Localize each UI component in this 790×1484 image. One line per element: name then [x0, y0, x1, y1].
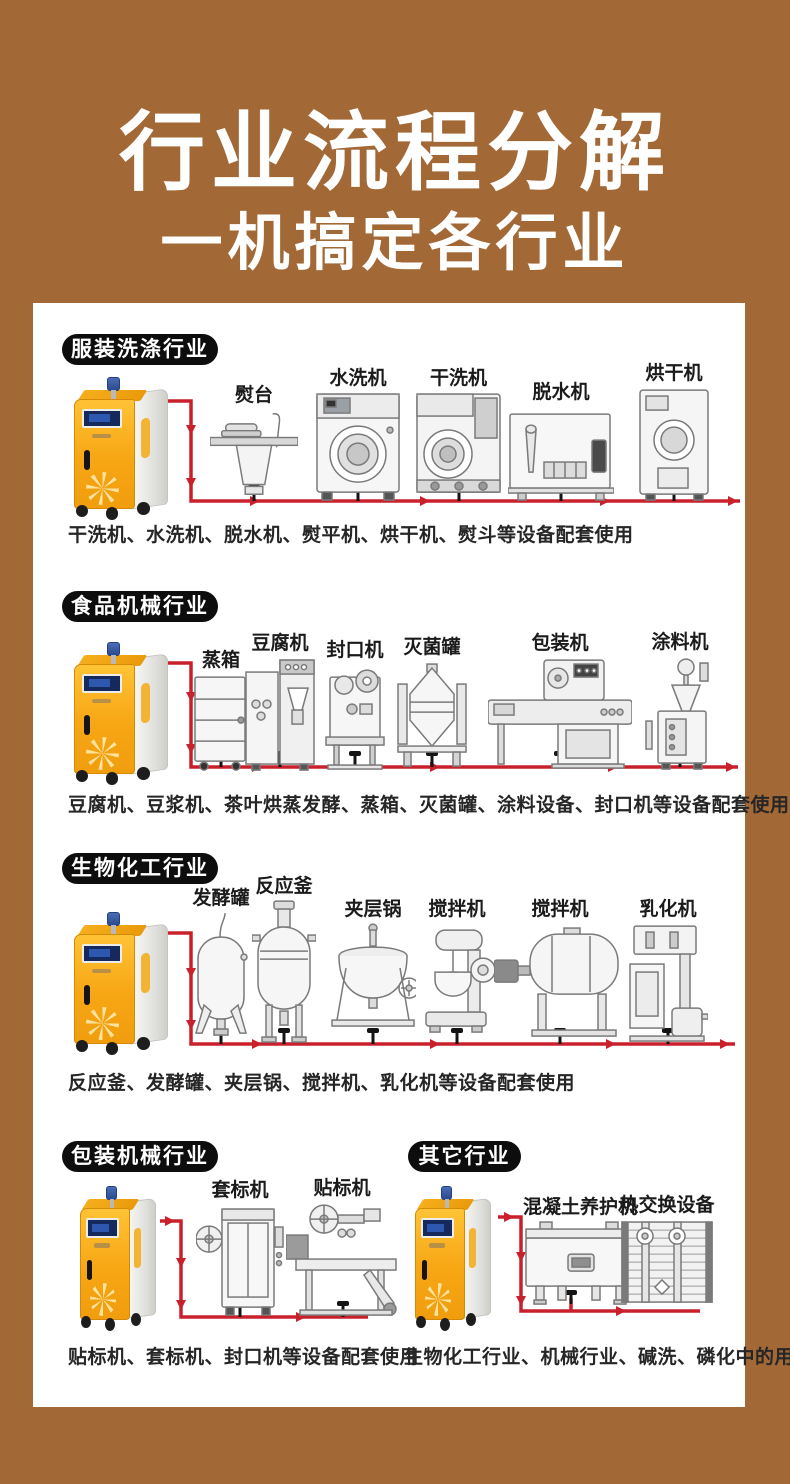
steam-valve-icon — [106, 912, 121, 934]
section-label-clothing-washing: 服装洗涤行业 — [62, 334, 218, 365]
machine-tofu-machine: 豆腐机 — [244, 634, 316, 771]
machine-coating-machine: 涂料机 — [644, 633, 716, 771]
sealing-machine-icon — [325, 669, 385, 770]
machine-label: 夹层锅 — [344, 899, 402, 920]
swirl-decal-icon — [86, 472, 120, 506]
washing-machine-icon — [316, 393, 400, 501]
machine-label: 蒸箱 — [201, 650, 240, 671]
machine-drum-mixer: 搅拌机 — [494, 900, 626, 1043]
machine-label: 搅拌机 — [428, 899, 486, 920]
machine-dry-cleaner: 干洗机 — [415, 369, 502, 502]
machine-label: 豆腐机 — [251, 633, 309, 654]
steam-valve-icon — [106, 642, 121, 664]
tofu-machine-icon — [245, 659, 315, 771]
machine-packing-machine: 包装机 — [488, 634, 632, 771]
emulsifier-icon — [629, 925, 708, 1042]
drum-mixer-icon — [494, 927, 619, 1037]
machine-steam-box: 蒸箱 — [190, 651, 252, 771]
machine-sleeve-labeler: 套标机 — [196, 1181, 284, 1316]
section-caption: 反应釜、发酵罐、夹层锅、搅拌机、乳化机等设备配套使用 — [68, 1073, 576, 1094]
section-label-packaging-machinery: 包装机械行业 — [62, 1141, 218, 1172]
sleeve-labeling-machine-icon — [196, 1208, 284, 1316]
section-label-food-machinery: 食品机械行业 — [62, 591, 218, 622]
drying-machine-icon — [639, 389, 709, 501]
swirl-decal-icon — [89, 1282, 117, 1317]
machine-label: 搅拌机 — [531, 899, 589, 920]
packing-machine-icon — [488, 659, 632, 769]
machine-emulsifier: 乳化机 — [628, 900, 708, 1043]
page-title: 行业流程分解 — [119, 105, 671, 201]
machine-sealing-machine: 封口机 — [324, 641, 386, 771]
machine-label: 灭菌罐 — [403, 637, 461, 658]
labeling-machine-icon — [286, 1204, 397, 1316]
machine-heat-exchanger: 热交换设备 — [619, 1195, 715, 1306]
machine-label: 乳化机 — [639, 899, 697, 920]
machine-label: 反应釜 — [255, 876, 313, 897]
section-label-biochemical: 生物化工行业 — [62, 853, 218, 884]
steam-generator — [72, 377, 168, 520]
swirl-decal-icon — [424, 1282, 452, 1317]
section-caption: 干洗机、水洗机、脱水机、熨平机、烘干机、熨斗等设备配套使用 — [68, 525, 634, 546]
machine-label: 贴标机 — [313, 1178, 371, 1199]
steam-cabinet-icon — [194, 676, 246, 771]
steam-valve-icon — [106, 377, 121, 399]
steam-valve-icon — [441, 1186, 453, 1208]
reactor-vessel-icon — [252, 900, 316, 1043]
machine-reactor: 反应釜 — [252, 877, 316, 1043]
swirl-decal-icon — [86, 1007, 120, 1041]
steam-generator — [413, 1186, 491, 1332]
jacketed-kettle-icon — [331, 923, 416, 1027]
machine-ironing-table: 熨台 — [210, 386, 298, 502]
fermentation-tank-icon — [195, 912, 248, 1036]
machine-label: 发酵罐 — [192, 888, 250, 909]
machine-water-washer: 水洗机 — [314, 369, 402, 502]
machine-label: 热交换设备 — [619, 1195, 715, 1216]
machine-label: 混凝土养护机 — [522, 1197, 637, 1218]
machine-label: 涂料机 — [651, 632, 709, 653]
section-caption: 生物化工行业、机械行业、碱洗、磷化中的用蒸汽 — [404, 1347, 790, 1368]
machine-label: 烘干机 — [645, 363, 703, 384]
ironing-table-icon — [210, 412, 298, 495]
machine-label: 干洗机 — [429, 368, 487, 389]
machine-dryer: 烘干机 — [636, 364, 712, 502]
dry-cleaning-machine-icon — [416, 393, 501, 493]
machine-label: 套标机 — [211, 1180, 269, 1201]
steam-generator — [72, 912, 168, 1055]
generator-control-screen — [81, 409, 123, 429]
machine-jacketed-kettle: 夹层锅 — [330, 900, 416, 1043]
machine-mixer: 搅拌机 — [420, 900, 494, 1043]
heat-exchanger-icon — [621, 1221, 713, 1303]
steam-valve-icon — [106, 1186, 118, 1208]
machine-label: 脱水机 — [532, 382, 590, 403]
stand-mixer-icon — [425, 929, 494, 1033]
swirl-decal-icon — [86, 737, 120, 771]
dehydrator-icon — [508, 413, 614, 501]
machine-label: 水洗机 — [329, 368, 387, 389]
section-label-other-industries: 其它行业 — [408, 1141, 521, 1172]
generator-handle — [83, 450, 90, 470]
steam-generator — [78, 1186, 156, 1332]
coating-machine-icon — [645, 658, 709, 770]
machine-label: 熨台 — [234, 385, 273, 406]
steam-generator — [72, 642, 168, 785]
machine-label: 包装机 — [531, 633, 589, 654]
machine-fermentation-tank: 发酵罐 — [190, 889, 252, 1043]
machine-dehydrator: 脱水机 — [508, 383, 614, 502]
machine-label: 封口机 — [326, 640, 384, 661]
section-caption: 贴标机、套标机、封口机等设备配套使用 — [68, 1347, 420, 1368]
machine-sterilizer-tank: 灭菌罐 — [396, 638, 468, 771]
machine-labeler: 贴标机 — [286, 1179, 398, 1316]
section-caption: 豆腐机、豆浆机、茶叶烘蒸发酵、蒸箱、灭菌罐、涂料设备、封口机等设备配套使用 — [68, 795, 790, 816]
page-subtitle: 一机搞定各行业 — [160, 209, 630, 278]
sterilizer-tank-icon — [397, 663, 467, 767]
